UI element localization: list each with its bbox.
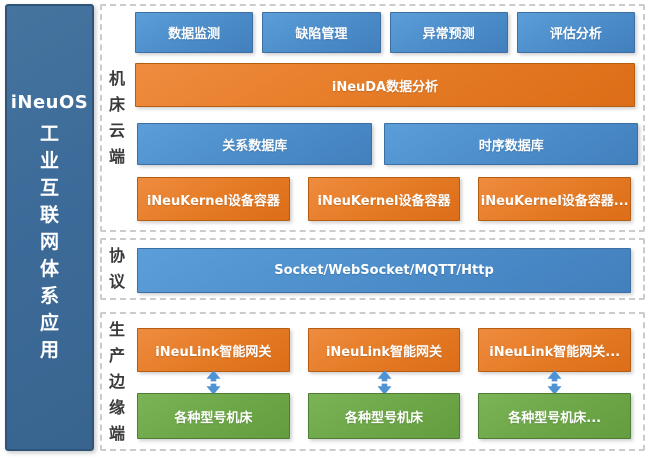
updown-arrow-icon [478,370,631,395]
ineulink-gateway-box: iNeuLink智能网关 [307,328,461,372]
section-protocol: 协议 Socket/WebSocket/MQTT/Http [100,238,645,300]
section-edge-label: 生产边缘端 [108,319,125,443]
product-name: iNeuOS [10,91,89,113]
machine-tool-box: 各种型号机床 [307,393,461,439]
app-box-defect-management: 缺陷管理 [262,12,381,53]
ineukernel-container-box: iNeuKernel设备容器... [478,177,632,221]
device-container-row: iNeuKernel设备容器 iNeuKernel设备容器 iNeuKernel… [137,177,632,221]
edge-column: iNeuLink智能网关 各种型号机床 [307,314,461,449]
machine-tool-box: 各种型号机床... [478,393,632,439]
edge-column: iNeuLink智能网关... 各种型号机床... [478,314,632,449]
section-edge: 生产边缘端 iNeuLink智能网关 各种型号机床 iNeuLink智能网关 [100,312,645,451]
app-box-data-monitoring: 数据监测 [135,12,254,53]
ineukernel-container-box: iNeuKernel设备容器 [137,177,290,221]
section-cloud-label: 机床云端 [108,69,125,166]
cloud-apps-row: 数据监测 缺陷管理 异常预测 评估分析 [135,12,635,53]
updown-arrow-icon [308,370,461,395]
edge-column: iNeuLink智能网关 各种型号机床 [137,314,290,449]
timeseries-db-box: 时序数据库 [384,123,638,165]
ineulink-gateway-box: iNeuLink智能网关... [478,328,632,372]
app-box-evaluation-analysis: 评估分析 [516,12,635,53]
protocol-bar: Socket/WebSocket/MQTT/Http [137,248,631,293]
edge-columns: iNeuLink智能网关 各种型号机床 iNeuLink智能网关 [137,314,632,449]
vertical-subtitle: 工业互联网体系应用 [39,122,59,361]
machine-tool-box: 各种型号机床 [137,393,290,439]
updown-arrow-icon [137,370,290,395]
section-protocol-label: 协议 [108,246,125,291]
ineulink-gateway-box: iNeuLink智能网关 [137,328,290,372]
ineuda-analysis-bar: iNeuDA数据分析 [135,63,635,107]
ineukernel-container-box: iNeuKernel设备容器 [307,177,461,221]
app-box-anomaly-prediction: 异常预测 [389,12,508,53]
section-cloud: 机床云端 数据监测 缺陷管理 异常预测 评估分析 iNeuDA数据分析 关系数据… [100,4,645,232]
relational-db-box: 关系数据库 [137,123,373,165]
sidebar-title-block: iNeuOS 工业互联网体系应用 [5,4,94,451]
database-row: 关系数据库 时序数据库 [137,123,638,165]
